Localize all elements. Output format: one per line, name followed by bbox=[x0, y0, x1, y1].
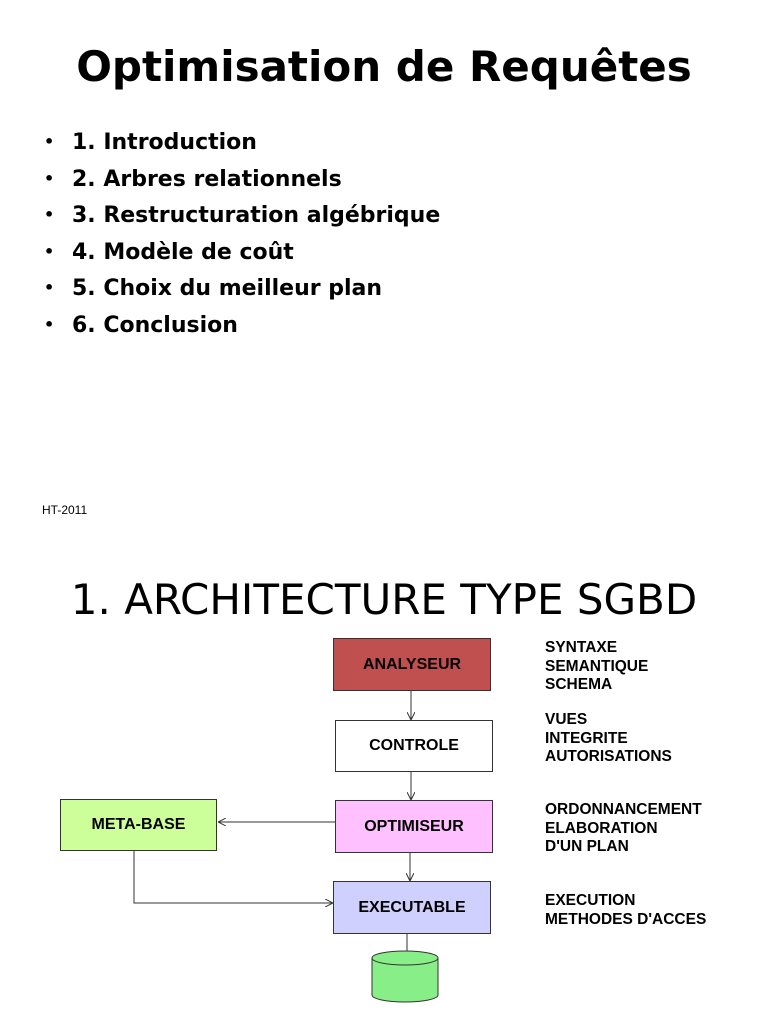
outline-item: • 3. Restructuration algébrique bbox=[44, 201, 440, 238]
slide-footer: HT-2011 bbox=[42, 503, 88, 517]
outline-list: • 1. Introduction • 2. Arbres relationnels… bbox=[44, 128, 440, 347]
executable-box: EXECUTABLE bbox=[333, 881, 491, 934]
bullet: • bbox=[44, 205, 55, 224]
note-line: VUES bbox=[545, 711, 588, 728]
outline-item-label: 6. Conclusion bbox=[72, 312, 238, 338]
flow-arrows bbox=[133, 691, 439, 1003]
outline-item: • 1. Introduction bbox=[44, 128, 440, 165]
bullet: • bbox=[44, 314, 55, 334]
outline-item: • 6. Conclusion bbox=[44, 311, 440, 348]
bullet: • bbox=[44, 168, 55, 188]
bullet: • bbox=[44, 278, 55, 297]
note-line: INTEGRITE bbox=[545, 729, 628, 747]
database-cylinder-icon bbox=[371, 950, 439, 1003]
slide-architecture: 1. ARCHITECTURE TYPE SGBD ANALYSEUR CONT… bbox=[0, 540, 768, 1024]
outline-item-label: 5. Choix du meilleur plan bbox=[72, 276, 383, 301]
optimiseur-box: OPTIMISEUR bbox=[335, 800, 493, 853]
executable-notes: EXECUTION METHODES D'ACCES bbox=[545, 892, 706, 929]
note-line: ORDONNANCEMENT bbox=[545, 801, 702, 818]
outline-item-label: 1. Introduction bbox=[72, 130, 257, 155]
controle-box: CONTROLE bbox=[335, 720, 493, 772]
outline-item-label: 3. Restructuration algébrique bbox=[72, 203, 441, 228]
note-line: AUTORISATIONS bbox=[545, 748, 672, 765]
analyseur-notes: SYNTAXE SEMANTIQUE SCHEMA bbox=[545, 639, 648, 695]
bullet: • bbox=[44, 132, 55, 151]
outline-item: • 2. Arbres relationnels bbox=[44, 165, 440, 202]
bullet: • bbox=[44, 241, 55, 261]
note-line: ELABORATION bbox=[545, 819, 658, 837]
note-line: METHODES D'ACCES bbox=[545, 910, 707, 928]
note-line: SCHEMA bbox=[545, 676, 613, 693]
outline-item-label: 4. Modèle de coût bbox=[72, 239, 294, 265]
arrow-metabase-executable bbox=[133, 851, 332, 903]
note-line: D'UN PLAN bbox=[545, 838, 629, 855]
note-line: EXECUTION bbox=[545, 892, 636, 909]
metabase-box: META-BASE bbox=[60, 799, 217, 851]
note-line: SEMANTIQUE bbox=[545, 657, 649, 675]
outline-item: • 4. Modèle de coût bbox=[44, 238, 440, 275]
outline-item-label: 2. Arbres relationnels bbox=[72, 166, 342, 192]
outline-item: • 5. Choix du meilleur plan bbox=[44, 274, 440, 311]
optimiseur-notes: ORDONNANCEMENT ELABORATION D'UN PLAN bbox=[545, 801, 702, 857]
controle-notes: VUES INTEGRITE AUTORISATIONS bbox=[545, 711, 672, 767]
note-line: SYNTAXE bbox=[545, 639, 618, 656]
slide-title: Optimisation de Requêtes bbox=[76, 42, 692, 91]
analyseur-box: ANALYSEUR bbox=[333, 638, 491, 691]
slide-optimisation: Optimisation de Requêtes • 1. Introductio… bbox=[42, 42, 692, 517]
slide-title: 1. ARCHITECTURE TYPE SGBD bbox=[70, 575, 698, 624]
